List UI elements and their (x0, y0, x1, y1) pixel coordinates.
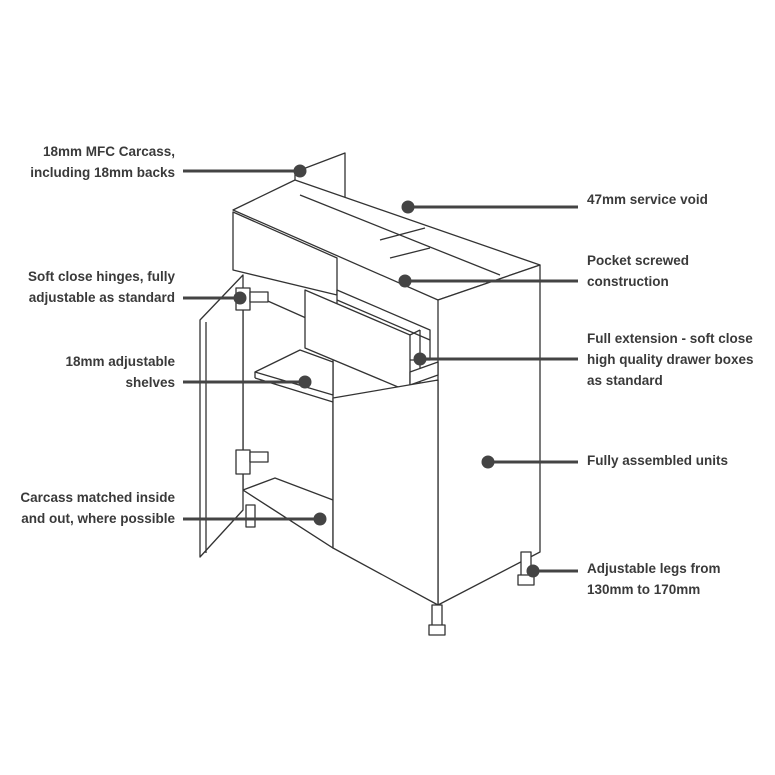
callout-legs: Adjustable legs from 130mm to 170mm (587, 558, 721, 600)
callout-line: 130mm to 170mm (587, 582, 701, 597)
callout-line: as standard (587, 373, 663, 388)
callout-line: high quality drawer boxes (587, 352, 754, 367)
callout-line: Soft close hinges, fully (27, 269, 175, 284)
callout-line: 18mm adjustable (65, 354, 175, 369)
callout-line: Pocket screwed (587, 253, 690, 268)
left-door (199, 274, 244, 558)
right-door (332, 379, 439, 606)
callout-service-void: 47mm service void (587, 189, 708, 210)
callout-assembled: Fully assembled units (587, 450, 728, 471)
callout-drawer: Full extension - soft close high quality… (587, 328, 754, 391)
callout-line: Carcass matched inside (20, 490, 175, 505)
callout-hinges: Soft close hinges, fully adjustable as s… (28, 266, 175, 308)
callout-line: Full extension - soft close (587, 331, 753, 346)
callout-shelves: 18mm adjustable shelves (65, 351, 175, 393)
front-rail (409, 361, 439, 386)
callout-line: 18mm MFC Carcass, (42, 144, 175, 159)
callout-line: construction (587, 274, 669, 289)
callout-line: adjustable as standard (28, 290, 175, 305)
callout-pocket: Pocket screwed construction (587, 250, 689, 292)
callout-line: including 18mm backs (30, 165, 175, 180)
callout-line: shelves (125, 375, 175, 390)
callout-matched: Carcass matched inside and out, where po… (20, 487, 175, 529)
callout-carcass: 18mm MFC Carcass, including 18mm backs (30, 141, 175, 183)
callout-line: 47mm service void (587, 192, 708, 207)
lower-hinge (235, 449, 251, 475)
leg-left (245, 504, 256, 528)
callout-line: Adjustable legs from (587, 561, 721, 576)
callout-line: and out, where possible (21, 511, 175, 526)
callout-line: Fully assembled units (587, 453, 729, 468)
